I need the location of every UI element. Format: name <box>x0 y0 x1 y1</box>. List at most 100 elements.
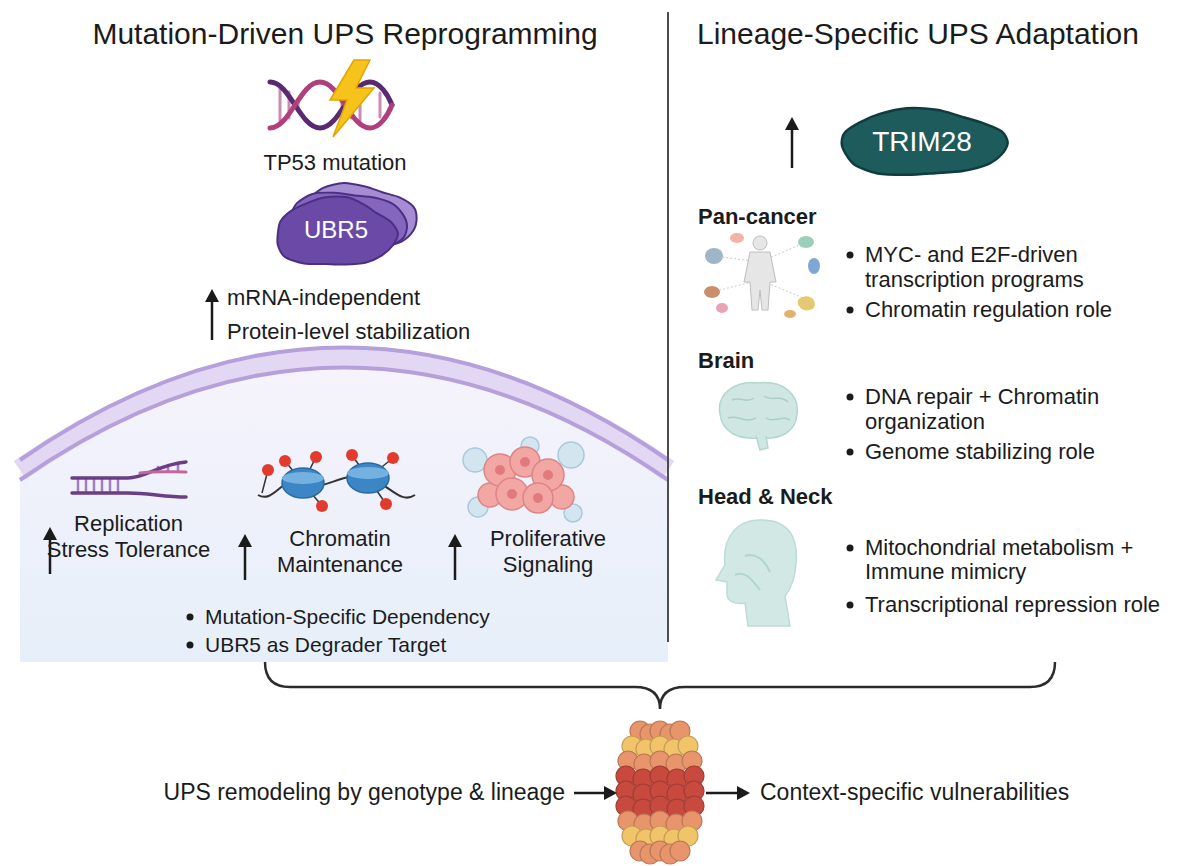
summary-brace <box>265 662 1055 709</box>
bullet-dot <box>847 394 854 401</box>
protein-blob: TRIM28 <box>833 106 1011 180</box>
replication-fork-icon <box>117 480 120 491</box>
section-heading: Brain <box>698 348 898 374</box>
flow-arrow <box>737 786 750 800</box>
nucleosome-icon <box>282 468 324 498</box>
replication-fork-icon <box>101 480 104 491</box>
bullet-text: Genome stabilizing role <box>865 439 1180 464</box>
nucleosome-icon <box>258 476 415 497</box>
bullet-dot <box>187 642 194 649</box>
body-organs-icon <box>730 233 744 243</box>
up-arrow <box>205 289 219 302</box>
body-organs-icon <box>744 252 776 310</box>
body-organs-icon <box>705 248 723 264</box>
nucleosome-icon <box>346 449 358 461</box>
up-arrow <box>211 300 214 340</box>
body-organs-icon <box>753 236 767 250</box>
replication-fork-icon <box>85 480 88 491</box>
lightning-bolt <box>330 60 374 137</box>
brain-icon <box>728 396 790 420</box>
flow-arrow <box>574 786 750 800</box>
protein-blob: UBR5 <box>255 183 417 275</box>
proliferating-cells-icon <box>463 437 584 522</box>
bullet-dot <box>847 545 854 552</box>
up-arrow <box>791 128 794 168</box>
up-arrow <box>785 117 799 130</box>
up-arrow <box>244 545 247 580</box>
brain-icon <box>756 436 768 450</box>
flow-text: UPS remodeling by genotype & lineage <box>120 779 565 807</box>
replication-fork-icon <box>72 462 186 497</box>
head-icon <box>716 520 796 626</box>
head-icon <box>716 520 796 626</box>
proliferating-cells-icon <box>558 442 584 468</box>
nucleosome-icon <box>279 455 291 467</box>
nucleosome-icon <box>347 467 389 479</box>
protein-name: TRIM28 <box>833 126 1011 158</box>
panel-title: Mutation-Driven UPS Reprogramming <box>20 16 670 52</box>
flow-arrow <box>604 786 617 800</box>
bullet-text: UBR5 as Degrader Target <box>205 633 645 657</box>
flow-arrow <box>706 792 739 795</box>
nucleosome-icon <box>347 463 389 493</box>
proliferating-cells-icon <box>543 470 553 480</box>
replication-fork-icon <box>109 480 112 491</box>
bullet-dot <box>847 602 854 609</box>
arrow-note: mRNA-independent Protein-level stabiliza… <box>227 281 502 349</box>
icon-caption: Replication Stress Tolerance <box>43 511 214 563</box>
proliferating-cells-icon <box>523 483 553 513</box>
body-organs-icon <box>798 236 814 248</box>
nucleosome-icon <box>380 498 392 510</box>
icon-caption: Chromatin Maintenance <box>270 526 410 578</box>
body-organs-icon <box>704 286 720 298</box>
bullet-text: MYC- and E2F-driven transcription progra… <box>865 242 1180 292</box>
body-organs-icon <box>716 303 728 313</box>
dna-icon <box>379 93 382 117</box>
section-heading: Pan-cancer <box>698 204 898 230</box>
brain-icon <box>720 383 798 450</box>
brain-icon <box>720 383 798 439</box>
lightning-bolt <box>330 60 374 137</box>
bullet-text: Transcriptional repression role <box>865 592 1180 617</box>
nucleosome-icon <box>387 452 399 464</box>
up-arrow <box>238 534 252 547</box>
proliferating-cells-icon <box>533 493 543 503</box>
nucleosome-icon <box>262 464 274 476</box>
replication-fork-icon <box>72 462 186 478</box>
replication-fork-icon <box>140 472 186 473</box>
nucleosome-icon <box>316 500 328 512</box>
flow-text: Context-specific vulnerabilities <box>760 779 1120 807</box>
bullet-dot <box>847 252 854 259</box>
bullet-dot <box>847 307 854 314</box>
nucleosome-icon <box>258 449 415 512</box>
bullet-text: Chromatin regulation role <box>865 297 1180 322</box>
up-arrow <box>448 534 462 547</box>
body-organs-icon <box>784 310 796 318</box>
bullet-text: Mitochondrial metabolism + Immune mimicr… <box>865 536 1180 584</box>
summary-brace <box>265 662 1055 709</box>
head-icon <box>735 555 770 590</box>
bullet-dot <box>187 614 194 621</box>
icon-caption: Proliferative Signaling <box>478 526 618 578</box>
proliferating-cells-icon <box>495 465 505 475</box>
body-organs-icon <box>704 233 820 318</box>
body-organs-icon <box>808 258 820 274</box>
bullet-dot <box>187 252 854 649</box>
protein-name: UBR5 <box>255 216 417 244</box>
up-arrow <box>43 117 799 580</box>
nucleosome-icon <box>282 472 324 484</box>
panel-title: Lineage-Specific UPS Adaptation <box>668 16 1168 52</box>
bullet-text: Mutation-Specific Dependency <box>205 605 645 629</box>
dna-icon <box>279 87 282 123</box>
replication-fork-icon <box>72 493 186 497</box>
icon-caption: TP53 mutation <box>225 150 445 176</box>
flow-arrow <box>574 792 606 795</box>
bullet-text: DNA repair + Chromatin organization <box>865 384 1180 434</box>
nucleosome-icon <box>310 451 322 463</box>
section-heading: Head & Neck <box>698 484 898 510</box>
cell-region-shape <box>20 368 668 481</box>
replication-fork-icon <box>93 480 96 491</box>
